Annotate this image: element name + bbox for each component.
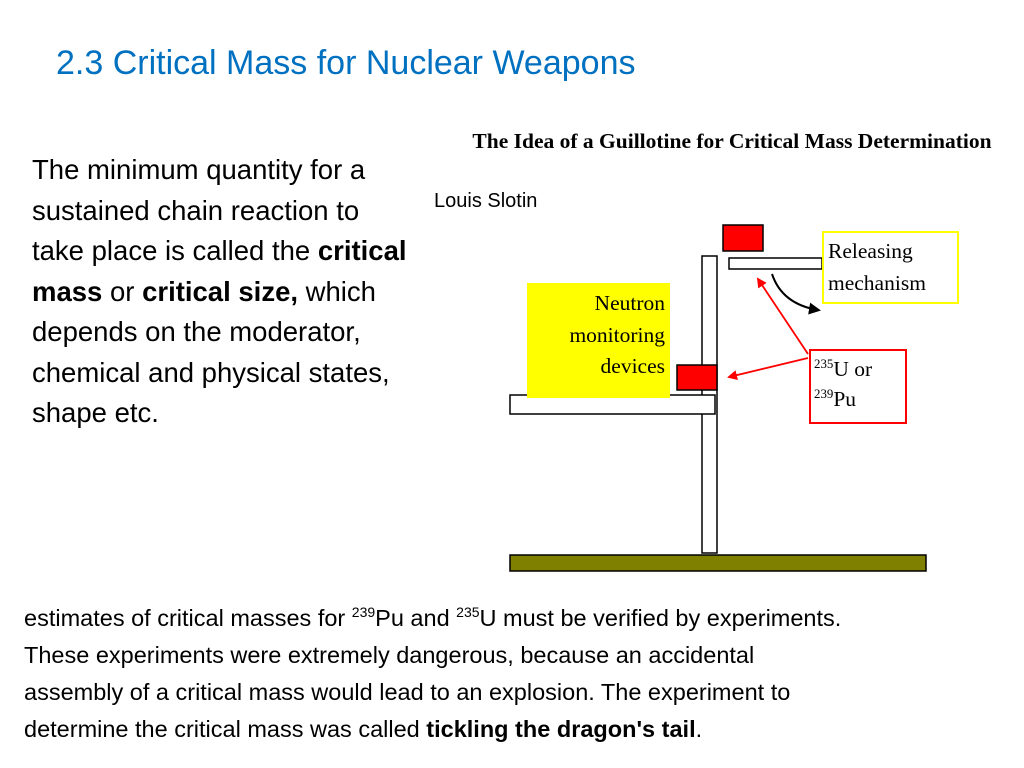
intro-bold-critical-size: critical size, xyxy=(142,275,299,307)
element-uranium: U or xyxy=(833,357,873,381)
releasing-label-line-2: mechanism xyxy=(828,270,926,295)
release-arrow xyxy=(771,273,821,315)
bottom-sup-239: 239 xyxy=(351,604,376,621)
material-line-2: 239Pu xyxy=(814,384,905,414)
isotope-235: 235 xyxy=(814,356,834,371)
intro-bold-critical-mass: critical mass xyxy=(32,235,407,307)
intro-text-3: which depends on the moderator, chemical… xyxy=(32,275,390,429)
neutron-monitoring-label: Neutron monitoring devices xyxy=(527,283,670,398)
scientist-name: Louis Slotin xyxy=(434,190,538,212)
neutron-label-line-3: devices xyxy=(600,354,665,378)
neutron-label-line-1: Neutron xyxy=(594,291,665,315)
bottom-line-1: estimates of critical masses for 239Pu a… xyxy=(24,600,1024,637)
intro-text-2: or xyxy=(102,275,143,307)
fissile-material-label: 235U or 239Pu xyxy=(809,349,907,424)
bottom-line-3: assembly of a critical mass would lead t… xyxy=(24,679,791,705)
neutron-label-line-2: monitoring xyxy=(569,322,665,347)
arrow-to-upper-block xyxy=(756,277,809,355)
slide-title: 2.3 Critical Mass for Nuclear Weapons xyxy=(56,44,636,82)
bottom-line-4-end: . xyxy=(695,716,703,742)
bottom-line-1b: Pu and xyxy=(375,605,457,631)
lower-fissile-block xyxy=(676,364,718,391)
bottom-line-4: determine the critical mass was called t… xyxy=(24,711,1024,748)
intro-paragraph: The minimum quantity for a sustained cha… xyxy=(32,150,412,434)
bottom-paragraph: estimates of critical masses for 239Pu a… xyxy=(24,600,1024,748)
intro-text-1: The minimum quantity for a sustained cha… xyxy=(32,154,366,266)
bottom-line-1c: U must be verified by experiments. xyxy=(479,605,842,631)
releasing-mechanism-label: Releasing mechanism xyxy=(822,231,959,304)
element-plutonium: Pu xyxy=(833,387,857,411)
upper-fissile-block xyxy=(722,224,764,252)
arrow-to-lower-block xyxy=(727,357,809,380)
isotope-239: 239 xyxy=(814,386,834,401)
bottom-line-2: These experiments were extremely dangero… xyxy=(24,642,755,668)
bottom-sup-235: 235 xyxy=(456,604,480,621)
diagram-title: The Idea of a Guillotine for Critical Ma… xyxy=(472,129,992,153)
base-plate xyxy=(509,554,927,572)
bottom-line-4a: determine the critical mass was called xyxy=(24,716,427,742)
releasing-shelf xyxy=(728,257,823,270)
bottom-bold-dragon-tail: tickling the dragon's tail xyxy=(426,716,696,742)
releasing-label-line-1: Releasing xyxy=(828,239,913,263)
bottom-line-1a: estimates of critical masses for xyxy=(24,605,352,631)
material-line-1: 235U or xyxy=(814,354,905,384)
